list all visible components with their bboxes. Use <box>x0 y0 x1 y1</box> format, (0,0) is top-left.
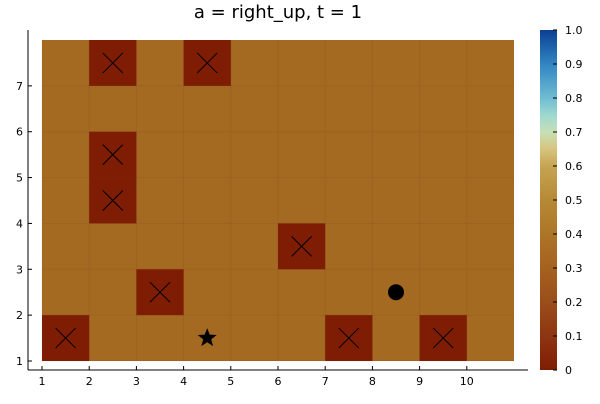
x-marker <box>196 52 218 74</box>
x-marker <box>149 281 171 303</box>
agent-marker <box>388 284 404 301</box>
colorbar-tick-label: 0.2 <box>565 296 583 309</box>
colorbar-tick-label: 0 <box>565 364 572 377</box>
x-marker <box>102 52 124 74</box>
colorbar <box>540 30 557 370</box>
x-tick-label: 1 <box>39 375 46 388</box>
plot-area <box>41 40 514 362</box>
colorbar-tick-label: 1.0 <box>565 24 583 37</box>
y-tick-label: 1 <box>16 355 23 368</box>
y-tick-label: 7 <box>16 80 23 93</box>
x-tick-label: 3 <box>133 375 140 388</box>
colorbar-ticks: 0 0.1 0.2 0.3 0.4 0.5 0.6 0.7 0.8 0.9 1.0 <box>553 24 583 377</box>
colorbar-tick-label: 0.8 <box>565 92 583 105</box>
axes: 1 2 3 4 5 6 7 8 9 10 1 2 3 4 5 6 7 <box>16 30 528 388</box>
colorbar-tick-label: 0.4 <box>565 228 583 241</box>
goal-marker <box>197 328 217 347</box>
x-tick-label: 2 <box>86 375 93 388</box>
colorbar-tick-label: 0.7 <box>565 126 583 139</box>
colorbar-tick-label: 0.9 <box>565 58 583 71</box>
y-tick-label: 2 <box>16 309 23 322</box>
x-marker <box>338 327 360 349</box>
chart-title: a = right_up, t = 1 <box>194 2 362 23</box>
y-tick-label: 6 <box>16 126 23 139</box>
x-tick-label: 4 <box>180 375 187 388</box>
colorbar-tick-label: 0.3 <box>565 262 583 275</box>
x-marker <box>102 190 124 211</box>
x-tick-label: 9 <box>416 375 423 388</box>
y-tick-label: 3 <box>16 263 23 276</box>
x-tick-label: 6 <box>275 375 282 388</box>
y-tick-label: 4 <box>16 217 23 230</box>
colorbar-tick-label: 0.6 <box>565 160 583 173</box>
x-tick-label: 10 <box>460 375 474 388</box>
x-marker <box>432 327 454 349</box>
x-tick-label: 7 <box>322 375 329 388</box>
y-tick-label: 5 <box>16 172 23 185</box>
colorbar-tick-label: 0.5 <box>565 194 583 207</box>
x-marker <box>291 236 312 257</box>
x-marker <box>102 144 124 165</box>
x-marker <box>55 327 76 349</box>
colorbar-tick-label: 0.1 <box>565 330 583 343</box>
x-tick-label: 8 <box>369 375 376 388</box>
x-tick-label: 5 <box>227 375 234 388</box>
